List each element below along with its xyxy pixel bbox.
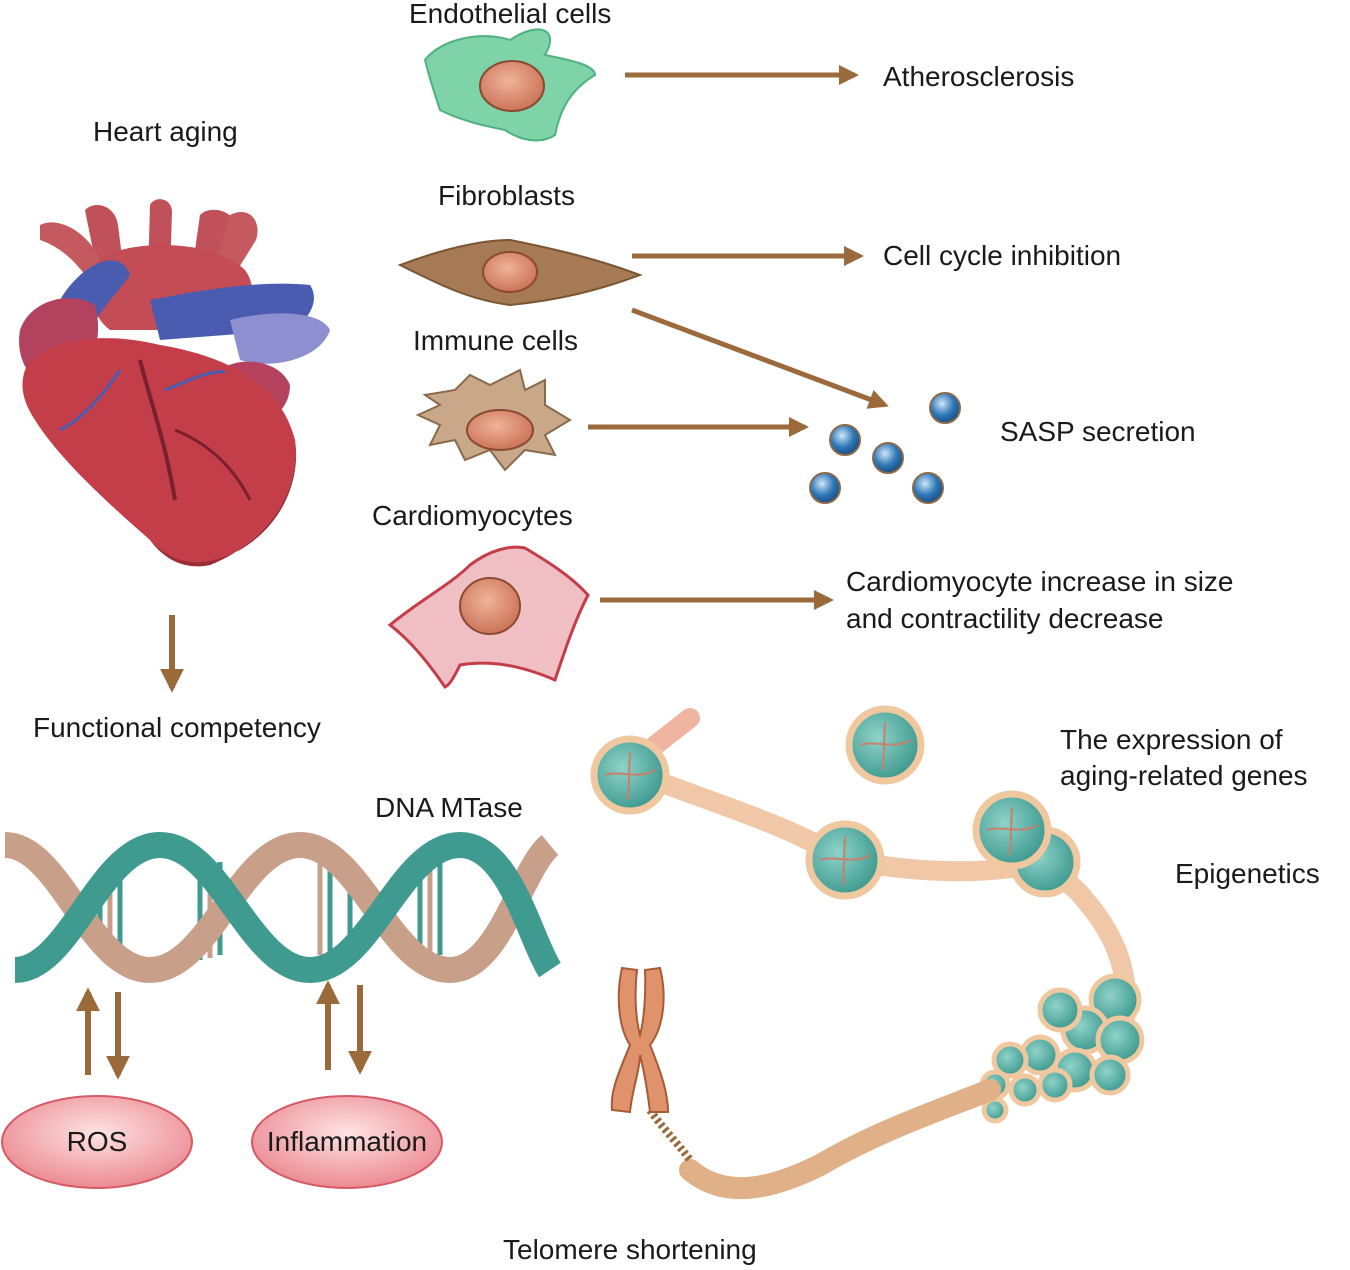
fibroblasts-label: Fibroblasts (438, 180, 575, 211)
arrow-fibroblast-to-sasp (631, 307, 889, 409)
endothelial-cell (423, 28, 597, 142)
heart-illustration (19, 199, 330, 567)
dna-mtase-label: DNA MTase (375, 792, 523, 823)
heart-aging-label: Heart aging (93, 116, 238, 147)
ros-oval (1, 1095, 193, 1189)
endothelial-cells-label: Endothelial cells (409, 0, 612, 29)
fibroblast-cell (397, 238, 643, 307)
sasp-secretion-label: SASP secretion (1000, 416, 1196, 447)
expression-label-line2: aging-related genes (1060, 760, 1308, 791)
cardiomyocyte-cell (387, 545, 590, 689)
cell-cycle-inhibition-label: Cell cycle inhibition (883, 240, 1122, 271)
chromatin-fiber (590, 705, 1145, 1200)
cardiomyocyte-effect-line1: Cardiomyocyte increase in size (846, 566, 1234, 597)
dna-helix (3, 831, 562, 984)
inflammation-label: Inflammation (266, 1126, 428, 1157)
cardiomyocytes-label: Cardiomyocytes (372, 500, 573, 531)
telomere-shortening-label: Telomere shortening (503, 1234, 757, 1265)
epigenetics-label: Epigenetics (1175, 858, 1320, 889)
ros-label: ROS (66, 1126, 128, 1157)
cardiomyocyte-effect-line2: and contractility decrease (846, 603, 1164, 634)
atherosclerosis-label: Atherosclerosis (883, 61, 1075, 92)
inflammation-oval (251, 1095, 443, 1189)
immune-cells-label: Immune cells (413, 325, 578, 356)
functional-competency-label: Functional competency (33, 712, 321, 743)
immune-cell (415, 368, 572, 472)
sasp-particles (809, 392, 961, 504)
chromosome (610, 966, 670, 1114)
expression-label-line1: The expression of (1060, 724, 1283, 755)
